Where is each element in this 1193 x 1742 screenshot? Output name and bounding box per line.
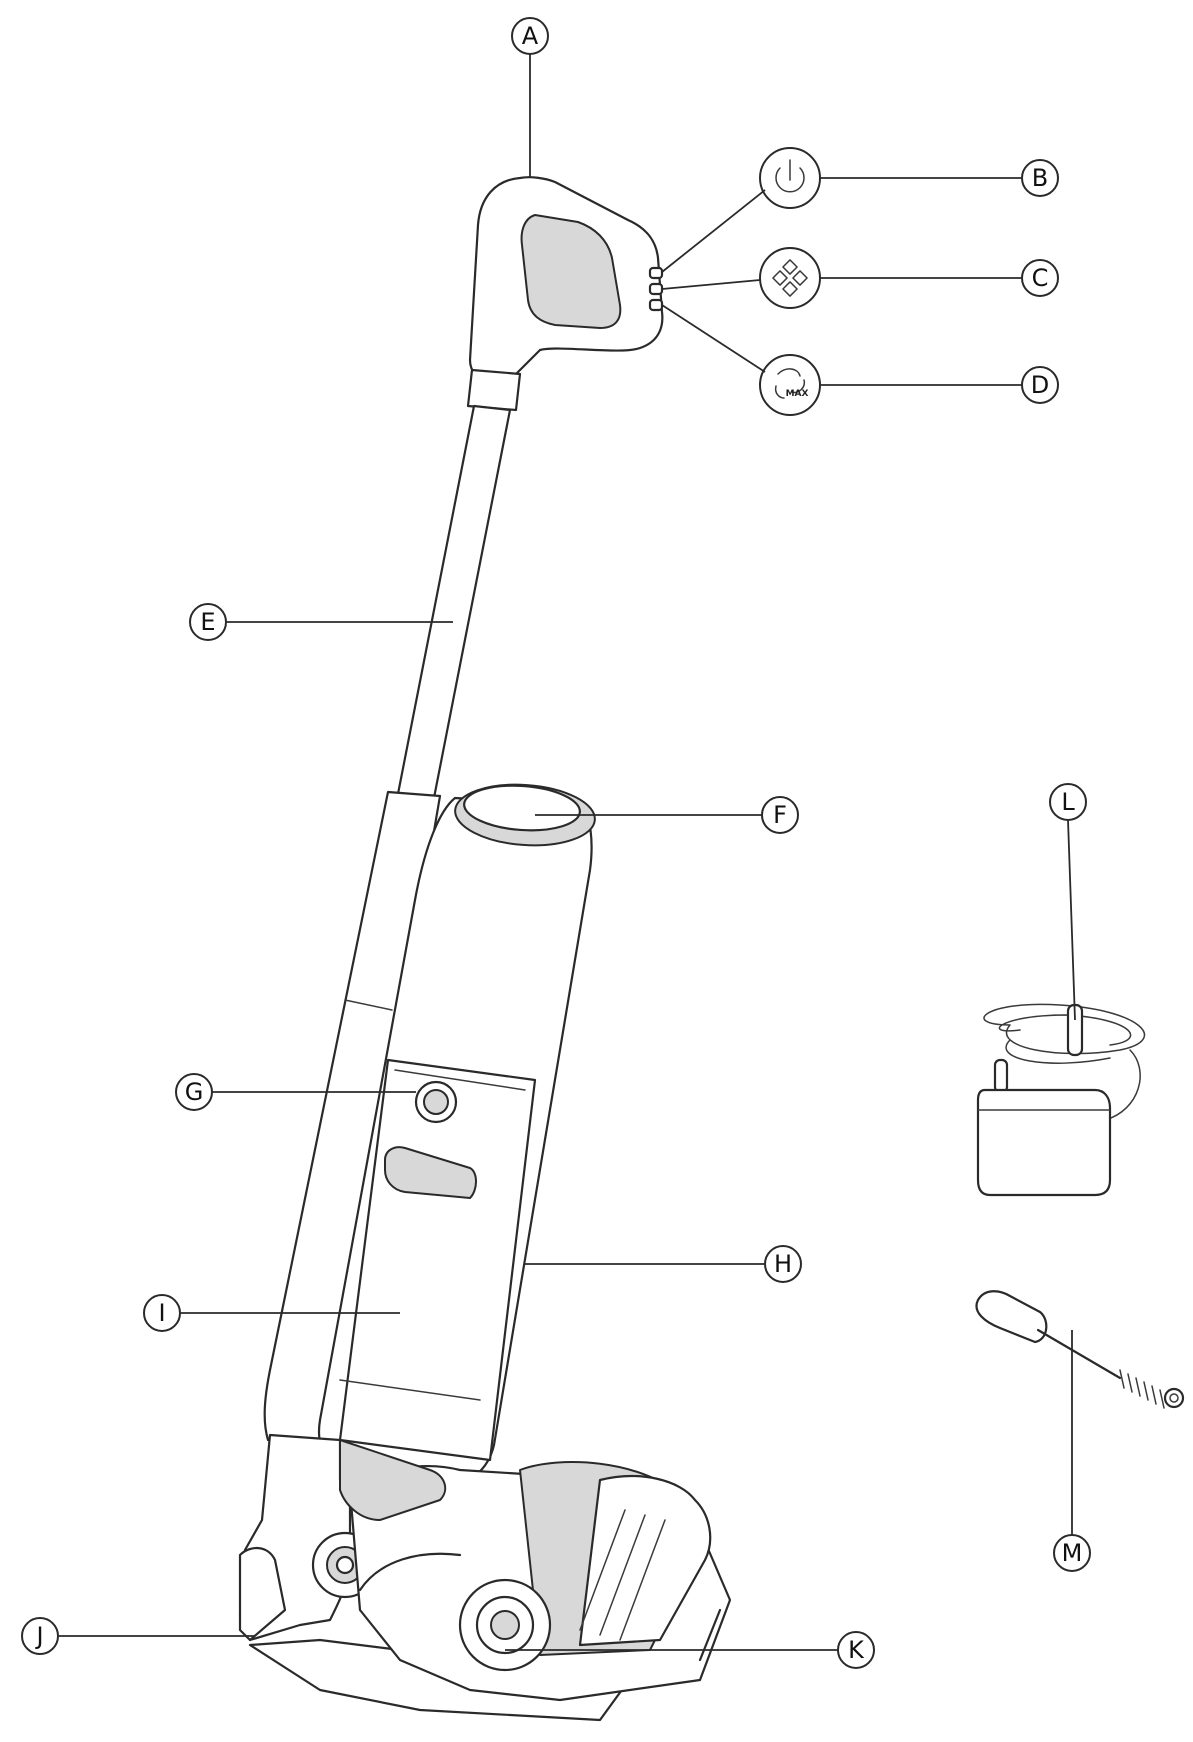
cleaning-brush-tool (975, 1290, 1185, 1409)
svg-text:C: C (1032, 264, 1049, 292)
brush-coil (1119, 1369, 1165, 1409)
svg-text:D: D (1031, 371, 1049, 399)
svg-text:L: L (1061, 788, 1075, 816)
callout-m: M (1053, 1534, 1091, 1572)
max-label: MAX (786, 389, 809, 399)
max-suction-button: MAX (759, 354, 821, 416)
handle (466, 176, 664, 412)
svg-text:E: E (200, 608, 215, 636)
max-suction-icon (774, 368, 806, 399)
callout-f: F (761, 796, 799, 834)
svg-text:B: B (1032, 164, 1048, 192)
mode-button (759, 247, 821, 309)
callout-d: D (1021, 366, 1059, 404)
callout-e: E (189, 603, 227, 641)
charger-adapter (976, 1003, 1146, 1197)
callout-g: G (175, 1073, 213, 1111)
power-icon (775, 167, 805, 193)
svg-text:A: A (522, 22, 539, 50)
svg-text:F: F (773, 801, 787, 829)
floor-head (348, 1461, 732, 1702)
callout-l: L (1049, 783, 1087, 821)
svg-text:J: J (34, 1622, 43, 1650)
extension-tube (394, 404, 512, 810)
svg-text:K: K (848, 1636, 865, 1664)
self-clean-icon (772, 259, 808, 297)
svg-text:I: I (158, 1299, 165, 1327)
callout-c: C (1021, 259, 1059, 297)
vacuum-illustration (238, 176, 732, 1722)
callout-j: J (21, 1617, 59, 1655)
svg-text:M: M (1062, 1539, 1083, 1567)
callout-k: K (837, 1631, 875, 1669)
callout-i: I (143, 1294, 181, 1332)
power-button (759, 147, 821, 209)
callout-b: B (1021, 159, 1059, 197)
svg-text:H: H (774, 1250, 792, 1278)
callout-h: H (764, 1245, 802, 1283)
callout-a: A (511, 17, 549, 55)
neck-joint (339, 1439, 447, 1521)
svg-text:G: G (185, 1078, 204, 1106)
